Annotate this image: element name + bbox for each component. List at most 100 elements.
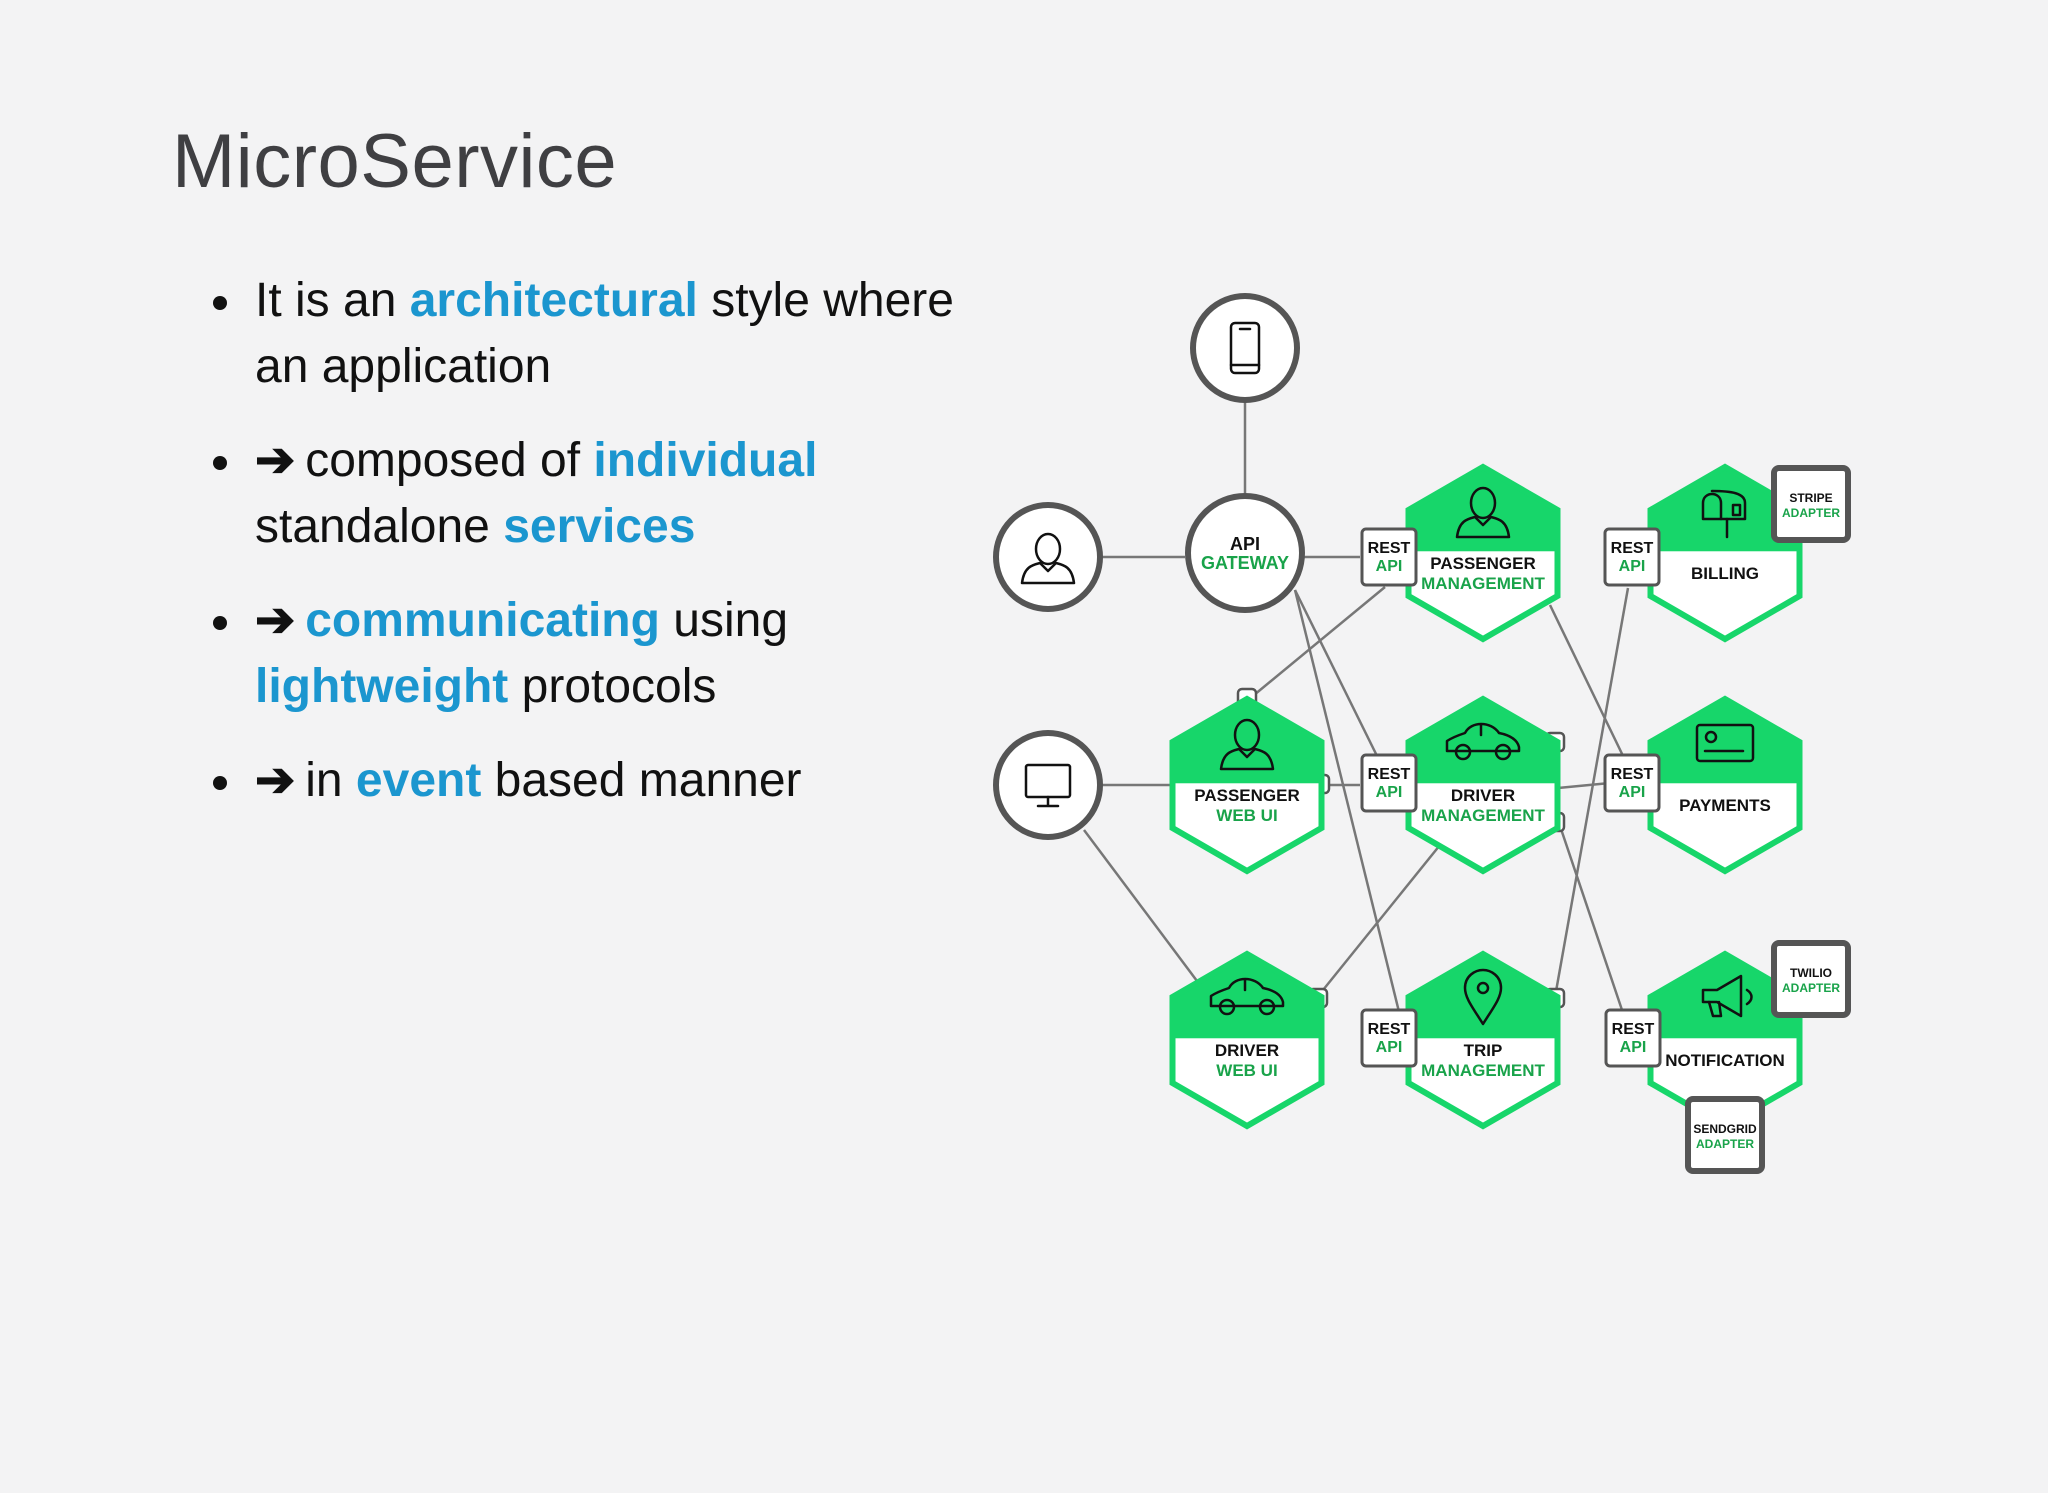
- megaphone-handle: [1707, 1000, 1723, 1018]
- connector-line: [1293, 589, 1405, 1029]
- connector-line: [1247, 586, 1386, 701]
- bullet-text: It is an: [255, 274, 410, 327]
- megaphone-sound: [1745, 988, 1753, 1006]
- client-desktop: [993, 730, 1103, 840]
- person-head: [1233, 718, 1261, 752]
- gateway-label: GATEWAY: [1201, 553, 1289, 573]
- bullet-item: It is an architectural style where an ap…: [205, 268, 985, 400]
- mailbox-flag: [1731, 503, 1742, 517]
- bullet-text: using: [659, 594, 789, 647]
- highlighted-term: lightweight: [255, 660, 509, 713]
- hex-outline: [1647, 695, 1803, 875]
- connector-line: [1556, 819, 1624, 1011]
- highlighted-term: individual: [593, 434, 818, 487]
- monitor-icon: [1024, 763, 1072, 808]
- mobile-phone-icon: [1229, 321, 1261, 375]
- hex-top-fill: [1650, 699, 1800, 784]
- rest-api-label: API: [1620, 1039, 1647, 1056]
- rest-api-frame: [1360, 1008, 1418, 1068]
- adapter-label: ADAPTER: [1782, 506, 1840, 520]
- adapter-label: ADAPTER: [1782, 981, 1840, 995]
- adapter-frame: [1771, 940, 1851, 1018]
- connector-line: [1082, 829, 1202, 986]
- mailbox-box: [1701, 492, 1723, 521]
- highlighted-term: architectural: [409, 274, 698, 327]
- client-circle: [993, 502, 1103, 612]
- service-label: BILLING: [1691, 564, 1759, 583]
- card-body: [1695, 723, 1755, 763]
- bullet-dot: [213, 456, 227, 470]
- pin-dot: [1476, 981, 1490, 995]
- bullet-text: in: [305, 754, 356, 807]
- map-pin-icon: [1463, 968, 1503, 1026]
- client-user: [993, 502, 1103, 612]
- adapter-frame: [1771, 465, 1851, 543]
- car-wheel: [1218, 998, 1236, 1016]
- bullet-text: standalone: [255, 500, 504, 553]
- rest-api-label: API: [1619, 784, 1646, 801]
- rest-api-frame: [1603, 753, 1661, 813]
- car-icon: [1209, 977, 1285, 1016]
- car-wheel: [1494, 743, 1512, 761]
- rest-api-label: REST: [1611, 540, 1654, 557]
- client-circle: [1190, 293, 1300, 403]
- car-body: [1209, 977, 1285, 1008]
- person-head: [1034, 532, 1062, 566]
- service-label: DRIVER: [1451, 786, 1515, 805]
- rest-api-label: REST: [1611, 766, 1654, 783]
- bullet-dot: [213, 776, 227, 790]
- service-sublabel: MANAGEMENT: [1421, 1061, 1545, 1080]
- rest-api-label: REST: [1368, 540, 1411, 557]
- service-label: PASSENGER: [1430, 554, 1536, 573]
- bullet-dot: [213, 616, 227, 630]
- rest-api-frame: [1360, 527, 1418, 587]
- car-body: [1445, 722, 1521, 753]
- rest-api-frame: [1603, 527, 1661, 587]
- connector-line: [1318, 844, 1441, 996]
- adapter-label: STRIPE: [1789, 491, 1832, 505]
- service-sublabel: MANAGEMENT: [1421, 806, 1545, 825]
- bullet-text: composed of: [305, 434, 594, 487]
- car-wheel: [1454, 743, 1472, 761]
- rest-api-label: API: [1376, 784, 1403, 801]
- service-label: PASSENGER: [1194, 786, 1300, 805]
- service-payments: PAYMENTS: [1647, 695, 1803, 875]
- service-sublabel: MANAGEMENT: [1421, 574, 1545, 593]
- person-icon: [1455, 486, 1511, 539]
- rest-api-label: REST: [1368, 766, 1411, 783]
- rest-api-label: REST: [1368, 1021, 1411, 1038]
- rest-api-frame: [1604, 1008, 1662, 1068]
- highlighted-term: event: [355, 754, 482, 807]
- bullet-text: style where an application: [255, 274, 954, 393]
- arrow-icon: ➔: [255, 434, 296, 487]
- gateway-label: API: [1230, 534, 1260, 554]
- service-sublabel: WEB UI: [1216, 1061, 1277, 1080]
- rest-api-label: API: [1376, 1039, 1403, 1056]
- hex-top-fill: [1408, 954, 1558, 1039]
- person-body: [1020, 561, 1076, 585]
- person-icon: [1219, 718, 1275, 771]
- connector-line: [1557, 781, 1611, 790]
- person-body: [1219, 747, 1275, 771]
- hex-outline: [1405, 695, 1561, 875]
- credit-card-icon: [1695, 723, 1755, 763]
- bullet-dot: [213, 296, 227, 310]
- connector-line: [1548, 604, 1627, 761]
- highlighted-term: communicating: [305, 594, 660, 647]
- user-icon: [1020, 532, 1076, 585]
- hex-top-fill: [1172, 699, 1322, 784]
- arrow-icon: ➔: [255, 754, 296, 807]
- adapter-label: ADAPTER: [1696, 1137, 1754, 1151]
- gateway-circle: [1185, 493, 1305, 613]
- megaphone-body: [1701, 974, 1743, 1018]
